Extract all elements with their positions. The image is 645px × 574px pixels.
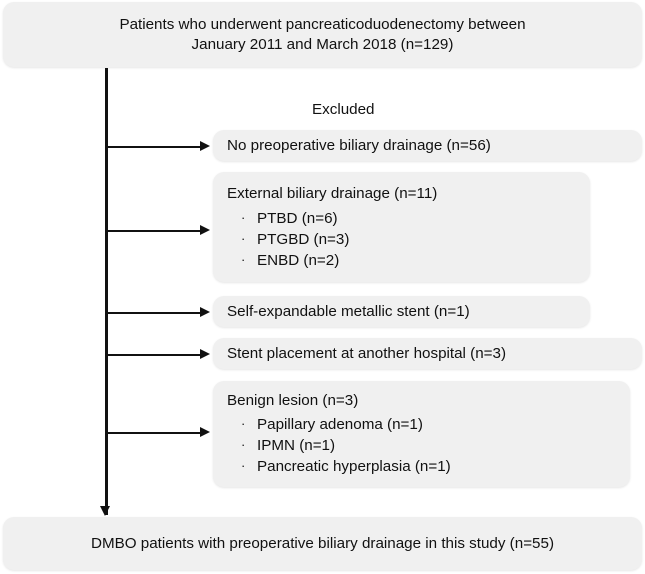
top-cohort-text: Patients who underwent pancreaticoduoden… [119,15,525,55]
exclusion-title-5: Benign lesion (n=3) [227,392,359,409]
top-cohort-line1: Patients who underwent pancreaticoduoden… [119,15,526,33]
exclusion-box-benign-lesion: Benign lesion (n=3) · Papillary adenoma (… [213,381,630,487]
branch-connector-3 [107,312,201,314]
exclusion-sublist-5: · Papillary adenoma (n=1) · IPMN (n=1) · P… [227,414,630,477]
branch-arrowhead-4-icon [200,349,210,359]
branch-arrowhead-1-icon [200,141,210,151]
sub-item: · ENBD (n=2) [227,250,590,271]
sub-item-label: PTBD (n=6) [257,210,338,227]
bullet-icon: · [241,210,246,225]
sub-item-label: ENBD (n=2) [257,252,340,269]
sub-item-label: PTGBD (n=3) [257,231,350,248]
branch-connector-4 [107,354,201,356]
exclusion-box-external-biliary-drainage: External biliary drainage (n=11) · PTBD (… [213,172,590,282]
branch-arrowhead-2-icon [200,225,210,235]
exclusion-box-no-preoperative-biliary-drainage: No preoperative biliary drainage (n=56) [213,130,642,161]
top-cohort-box: Patients who underwent pancreaticoduoden… [3,2,642,67]
exclusion-title-2: External biliary drainage (n=11) [227,185,438,202]
exclusion-title-4: Stent placement at another hospital (n=3… [227,344,507,362]
bottom-cohort-text: DMBO patients with preoperative biliary … [90,534,555,552]
bullet-icon: · [241,252,246,267]
sub-item: · Papillary adenoma (n=1) [227,414,630,435]
trunk-arrowhead-down-icon [100,506,110,516]
bullet-icon: · [241,416,246,431]
sub-item: · PTGBD (n=3) [227,229,590,250]
main-trunk-line [105,68,108,515]
branch-connector-2 [107,230,201,232]
sub-item-label: Papillary adenoma (n=1) [257,416,423,433]
exclusion-title-3: Self-expandable metallic stent (n=1) [227,302,470,320]
branch-arrowhead-3-icon [200,307,210,317]
branch-connector-1 [107,146,201,148]
exclusion-title-1: No preoperative biliary drainage (n=56) [227,136,491,154]
excluded-label: Excluded [312,101,375,118]
sub-item-label: IPMN (n=1) [257,437,336,454]
bullet-icon: · [241,231,246,246]
sub-item: · IPMN (n=1) [227,435,630,456]
top-cohort-line2: January 2011 and March 2018 (n=129) [191,35,454,53]
exclusion-box-stent-placement-another-hospital: Stent placement at another hospital (n=3… [213,338,642,369]
bullet-icon: · [241,437,246,452]
bullet-icon: · [241,458,246,473]
exclusion-box-self-expandable-metallic-stent: Self-expandable metallic stent (n=1) [213,296,590,327]
sub-item: · PTBD (n=6) [227,208,590,229]
exclusion-sublist-2: · PTBD (n=6) · PTGBD (n=3) · ENBD (n=2) [227,208,590,271]
branch-arrowhead-5-icon [200,427,210,437]
bottom-cohort-box: DMBO patients with preoperative biliary … [3,517,642,570]
branch-connector-5 [107,432,201,434]
sub-item-label: Pancreatic hyperplasia (n=1) [257,458,451,475]
sub-item: · Pancreatic hyperplasia (n=1) [227,456,630,477]
